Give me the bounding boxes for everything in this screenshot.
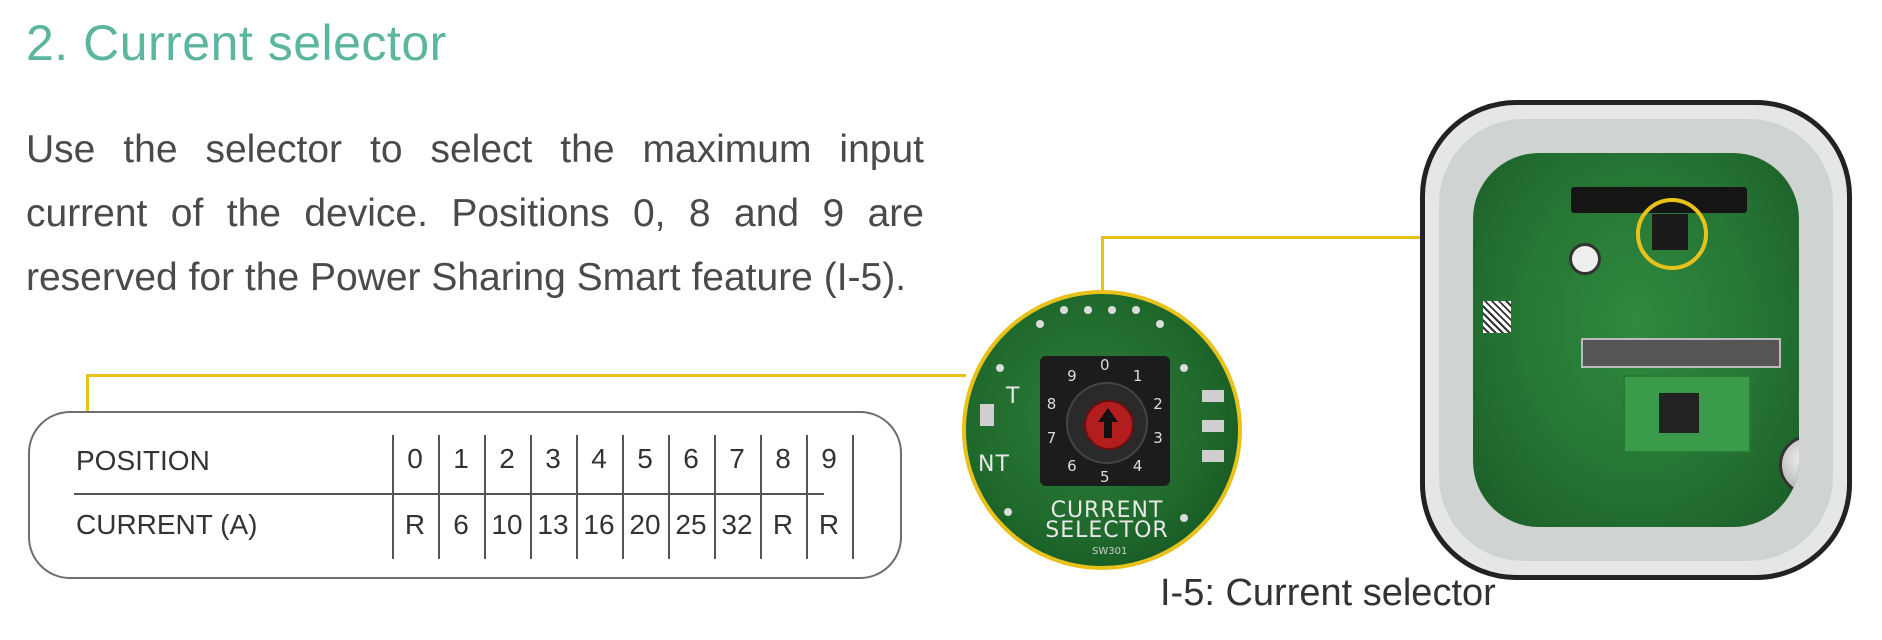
position-row-label: POSITION bbox=[76, 445, 210, 476]
leader-line-table-vertical bbox=[86, 374, 89, 412]
current-cell: 13 bbox=[537, 509, 569, 540]
position-cell: 9 bbox=[821, 443, 837, 474]
dial-number: 3 bbox=[1153, 429, 1163, 448]
current-cell: 10 bbox=[491, 509, 523, 540]
zoom-label-current: CURRENT bbox=[1050, 498, 1164, 523]
dial-number: 8 bbox=[1046, 394, 1057, 413]
table-column-separator bbox=[576, 435, 578, 559]
dial-number: 7 bbox=[1046, 429, 1057, 448]
dial-number: 1 bbox=[1132, 366, 1143, 385]
current-row-label: CURRENT (A) bbox=[76, 509, 258, 540]
section-title: 2. Current selector bbox=[26, 15, 447, 71]
dial-number: 9 bbox=[1067, 366, 1077, 385]
table-column-separator bbox=[852, 435, 854, 559]
leader-line-table-horizontal bbox=[86, 374, 966, 377]
current-cell: R bbox=[772, 509, 794, 540]
current-cell: 20 bbox=[629, 509, 661, 540]
dial-number: 4 bbox=[1132, 457, 1143, 476]
table-column-separator bbox=[392, 435, 394, 559]
zoom-part-code: SW301 bbox=[1092, 546, 1128, 557]
wallbox-device: wallbox bbox=[1420, 100, 1852, 580]
leader-line-zoom-horizontal bbox=[1101, 236, 1641, 239]
device-pcb: wallbox bbox=[1473, 153, 1799, 527]
position-cell: 6 bbox=[683, 443, 699, 474]
qr-label-left bbox=[1483, 301, 1511, 333]
figure-caption: I-5: Current selector bbox=[1160, 572, 1496, 614]
coin-battery bbox=[1779, 435, 1799, 495]
body-line-2: current of the device. Positions 0, 8 an… bbox=[26, 192, 924, 235]
section-body: Use the selector to select the maximum i… bbox=[26, 118, 924, 310]
table-column-separator bbox=[438, 435, 440, 559]
dial-number: 5 bbox=[1100, 468, 1110, 486]
current-cell: 16 bbox=[583, 509, 615, 540]
rotary-dial bbox=[1066, 382, 1148, 464]
current-cell: 6 bbox=[453, 509, 469, 540]
position-cell: 4 bbox=[591, 443, 607, 474]
position-cell: 3 bbox=[545, 443, 561, 474]
position-cell: 5 bbox=[637, 443, 653, 474]
table-column-separator bbox=[760, 435, 762, 559]
dial-number: 6 bbox=[1067, 457, 1077, 476]
table-column-separator bbox=[484, 435, 486, 559]
current-cell: R bbox=[818, 509, 840, 540]
selector-arrow-icon bbox=[1084, 400, 1134, 450]
board-socket bbox=[1581, 338, 1781, 368]
position-cell: 1 bbox=[453, 443, 469, 474]
table-column-separator bbox=[530, 435, 532, 559]
table-column-separator bbox=[622, 435, 624, 559]
table-row-divider bbox=[74, 493, 824, 495]
zoom-label-selector: SELECTOR bbox=[1045, 518, 1169, 543]
selector-highlight-circle bbox=[1636, 198, 1708, 270]
body-line-1: Use the selector to select the maximum i… bbox=[26, 128, 924, 171]
zoom-silk-t: T bbox=[1006, 384, 1021, 409]
position-cell: 7 bbox=[729, 443, 745, 474]
dial-number: 0 bbox=[1100, 356, 1110, 374]
table-column-separator bbox=[806, 435, 808, 559]
position-cell: 0 bbox=[407, 443, 423, 474]
current-cell: 32 bbox=[721, 509, 753, 540]
leader-line-zoom-vertical bbox=[1101, 236, 1104, 292]
zoom-silk-nt: NT bbox=[978, 452, 1010, 477]
position-cell: 2 bbox=[499, 443, 515, 474]
body-line-3: reserved for the Power Sharing Smart fea… bbox=[26, 256, 907, 299]
table-column-separator bbox=[668, 435, 670, 559]
dial-number: 2 bbox=[1153, 394, 1163, 413]
current-cell: R bbox=[404, 509, 426, 540]
position-cell: 8 bbox=[775, 443, 791, 474]
table-column-separator bbox=[714, 435, 716, 559]
current-cell: 25 bbox=[675, 509, 707, 540]
capacitor bbox=[1569, 243, 1601, 275]
compute-module bbox=[1623, 375, 1751, 453]
